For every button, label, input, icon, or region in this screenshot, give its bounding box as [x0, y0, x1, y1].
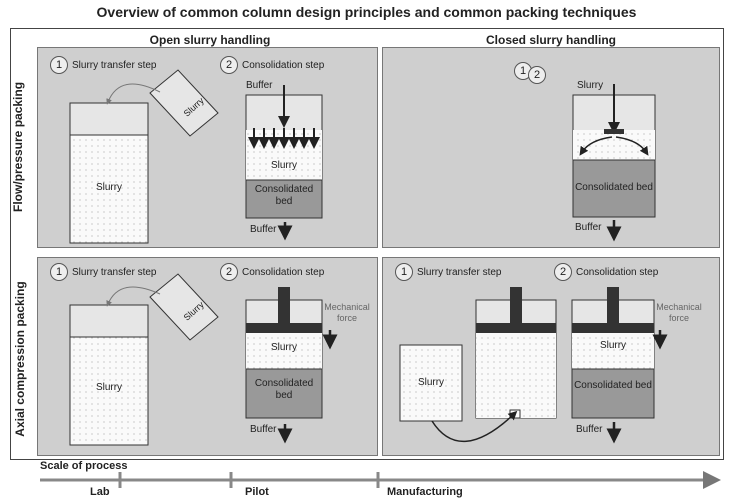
open-axial-vessel-slurry: Slurry: [95, 382, 123, 393]
open-axial-step1: 1 Slurry transfer step: [50, 263, 156, 281]
closed-flow-column: [572, 84, 656, 242]
open-flow-vessel-slurry: Slurry: [95, 182, 123, 193]
step-number-badge: 2: [528, 66, 546, 84]
step-label: Slurry transfer step: [72, 266, 157, 278]
closed-flow-consolidated-bed: Consolidated bed: [575, 182, 653, 193]
diagram-title: Overview of common column design princip…: [96, 4, 637, 20]
step-number-badge: 2: [220, 56, 238, 74]
scale-pilot: Pilot: [245, 486, 269, 498]
open-flow-consolidated-bed: Consolidated bed: [254, 184, 314, 207]
open-flow-step1: 1 Slurry transfer step: [50, 56, 156, 74]
closed-axial-slurry-tank: [399, 344, 463, 422]
step-label: Consolidation step: [242, 59, 325, 71]
open-axial-column: [245, 287, 338, 444]
closed-axial-mechanical-force: Mechanical force: [656, 302, 702, 323]
open-axial-mechanical-force: Mechanical force: [324, 302, 370, 323]
open-axial-pour-arrow: [106, 286, 161, 307]
panel-closed-flow: [382, 47, 720, 248]
step-number-badge: 2: [220, 263, 238, 281]
closed-axial-transfer-column: [475, 287, 557, 419]
open-flow-buffer-top: Buffer: [246, 80, 273, 91]
closed-axial-consolidation-column: [571, 287, 668, 444]
open-axial-transfer-vessel: [69, 304, 149, 446]
step-number-badge: 2: [554, 263, 572, 281]
closed-axial-consolidated-bed: Consolidated bed: [574, 380, 652, 391]
scale-label: Scale of process: [40, 460, 128, 472]
open-flow-column: [245, 85, 323, 241]
open-flow-column-slurry: Slurry: [270, 160, 298, 171]
step-number-badge: 1: [50, 263, 68, 281]
closed-axial-transfer-arrow: [431, 410, 518, 443]
open-flow-pour-beaker: [149, 69, 219, 137]
closed-axial-tank-slurry: Slurry: [417, 377, 445, 388]
open-flow-pour-arrow: [106, 83, 161, 105]
closed-axial-step1: 1 Slurry transfer step: [395, 263, 501, 281]
open-flow-buffer-bottom: Buffer: [250, 224, 277, 235]
col-header-closed: Closed slurry handling: [485, 33, 617, 47]
closed-axial-step2: 2 Consolidation step: [554, 263, 658, 281]
closed-axial-column-slurry: Slurry: [599, 340, 627, 351]
scale-axis: [40, 471, 721, 489]
open-axial-step2: 2 Consolidation step: [220, 263, 324, 281]
closed-axial-buffer-bottom: Buffer: [576, 424, 603, 435]
step-number-badge: 1: [395, 263, 413, 281]
step-label: Consolidation step: [242, 266, 325, 278]
open-flow-transfer-vessel: [69, 102, 149, 244]
step-label: Slurry transfer step: [417, 266, 502, 278]
scale-lab: Lab: [90, 486, 110, 498]
open-axial-column-slurry: Slurry: [270, 342, 298, 353]
open-flow-step2: 2 Consolidation step: [220, 56, 324, 74]
scale-manufacturing: Manufacturing: [387, 486, 463, 498]
closed-flow-buffer-bottom: Buffer: [575, 222, 602, 233]
step-label: Consolidation step: [576, 266, 659, 278]
col-header-open: Open slurry handling: [149, 33, 271, 47]
step-label: Slurry transfer step: [72, 59, 157, 71]
open-axial-pour-beaker: [149, 273, 219, 341]
step-number-badge: 1: [50, 56, 68, 74]
closed-flow-slurry-top: Slurry: [577, 80, 604, 91]
open-axial-consolidated-bed: Consolidated bed: [254, 378, 314, 401]
closed-flow-step-badges: 1 2: [514, 58, 546, 84]
open-axial-buffer-bottom: Buffer: [250, 424, 277, 435]
